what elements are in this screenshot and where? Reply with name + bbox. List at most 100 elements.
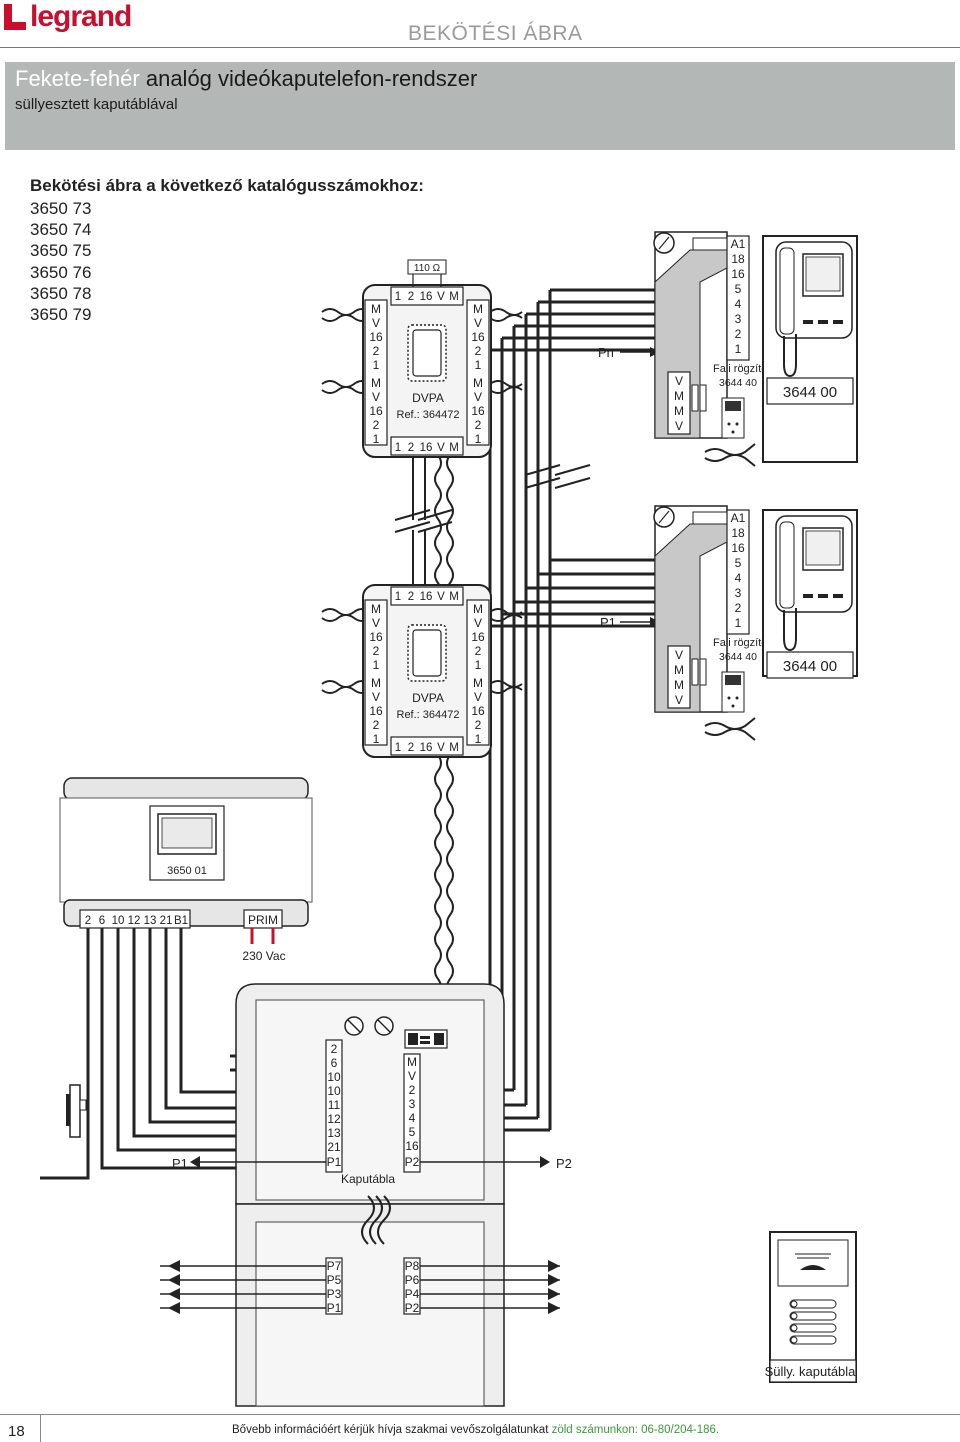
- brand-name: legrand: [30, 0, 132, 33]
- monitor-vm-terminal: V: [675, 693, 683, 707]
- header-divider: [0, 47, 960, 48]
- dvpa-right-terminal: 1: [475, 732, 482, 746]
- dvpa-terminal: 1: [395, 742, 401, 754]
- monitor-terminal: A1: [731, 237, 746, 251]
- break-marks: [394, 464, 591, 533]
- panel-lower-left-terminal: P7: [327, 1259, 342, 1273]
- monitor-terminal: 3: [735, 586, 742, 600]
- dvpa-right-terminal: V: [474, 616, 482, 630]
- catalog-number: 3650 74: [30, 220, 92, 240]
- dvpa-right-terminal: 16: [471, 630, 485, 644]
- dvpa-terminal: V: [437, 291, 445, 303]
- monitor-vm-terminal: M: [674, 389, 684, 403]
- panel-left-terminal: 10: [327, 1084, 341, 1098]
- panel-lower-left-terminal: P1: [327, 1301, 342, 1315]
- call-line-right-label: P2: [556, 1156, 572, 1171]
- monitor-vm-terminal: M: [674, 404, 684, 418]
- dvpa-left-terminal: 2: [373, 718, 380, 732]
- bracket-label: Fali rögzítő: [713, 363, 767, 375]
- dvpa-resistor-label: 110 Ω: [414, 263, 441, 274]
- psu-terminal: B1: [174, 915, 188, 927]
- dvpa-left-terminal: M: [371, 602, 381, 616]
- door-panel-label: Kaputábla: [341, 1172, 395, 1186]
- catalog-number: 3650 78: [30, 283, 92, 303]
- panel-left-terminal: 11: [328, 1098, 341, 1112]
- dvpa-terminal: 2: [408, 591, 414, 603]
- dvpa-distributor-bottom: 1 2 16 V M 1 2 16 V M M V 16 2 1 M V 16 …: [362, 584, 492, 758]
- door-panel-enclosure: 2 6 10 10 11 12 13 21 P1 M V 2 3 4 5 16 …: [235, 983, 505, 1407]
- mains-voltage: 230 Vac: [242, 949, 285, 963]
- title-banner: Fekete-fehér analóg videókaputelefon-ren…: [5, 62, 955, 150]
- dvpa-terminal: M: [449, 591, 459, 603]
- dvpa-terminal: 2: [408, 742, 414, 754]
- dvpa-left-terminal: 1: [373, 358, 380, 372]
- monitor-terminal: 2: [735, 601, 742, 615]
- panel-left-terminal: 13: [327, 1126, 341, 1140]
- power-supply-model: 3650 01: [167, 865, 207, 877]
- panel-right-terminal: M: [407, 1055, 417, 1069]
- dvpa-left-terminal: 2: [373, 344, 380, 358]
- banner-title-light: Fekete-fehér: [15, 66, 140, 91]
- dvpa-left-terminal: M: [371, 676, 381, 690]
- riser-wires: [425, 288, 670, 1132]
- floor-label: Pn: [598, 345, 614, 360]
- monitor-terminal: 18: [731, 252, 745, 266]
- psu-terminal: 13: [144, 915, 157, 927]
- catalog-number: 3650 76: [30, 262, 92, 282]
- page-number: 18: [8, 1423, 25, 1440]
- monitor-station-top: Pn A1 18 16 5 4 3 2 1 V M M V Fali: [598, 231, 858, 467]
- monitor-terminal: 3: [735, 312, 742, 326]
- footer-divider: [0, 1414, 960, 1415]
- dvpa-left-terminal: 1: [373, 732, 380, 746]
- bracket-ref: 3644 40: [719, 377, 757, 389]
- dvpa-right-terminal: 2: [475, 718, 482, 732]
- panel-left-terminal: 10: [327, 1070, 341, 1084]
- dvpa-terminal: M: [449, 442, 459, 454]
- dvpa-left-terminal: 16: [369, 404, 383, 418]
- psu-terminal: 10: [112, 915, 125, 927]
- dvpa-terminal: V: [437, 442, 445, 454]
- legrand-logo: legrand: [4, 0, 132, 33]
- dvpa-right-terminal: 2: [475, 644, 482, 658]
- dvpa-right-terminal: V: [474, 390, 482, 404]
- dvpa-left-terminal: 2: [373, 418, 380, 432]
- flush-panel-label: Sülly. kaputábla: [765, 1364, 857, 1379]
- monitor-terminal: 5: [735, 556, 742, 570]
- dvpa-left-terminal: V: [372, 690, 380, 704]
- banner-title: Fekete-fehér analóg videókaputelefon-ren…: [15, 66, 477, 92]
- catalog-number: 3650 73: [30, 199, 92, 218]
- banner-subtitle: süllyesztett kaputáblával: [15, 96, 178, 113]
- dvpa-left-terminal: 16: [369, 630, 383, 644]
- catalog-heading: Bekötési ábra a következő katalógusszámo…: [30, 176, 424, 195]
- monitor-vm-terminal: M: [674, 678, 684, 692]
- legrand-logo-mark: [4, 4, 26, 30]
- dvpa-terminal: 1: [395, 591, 401, 603]
- dvpa-distributor-top: 110 Ω 1 2 16 V M 1 2 16 V M M V 16 2 1 M…: [362, 259, 492, 458]
- dvpa-name: DVPA: [412, 691, 444, 705]
- dvpa-right-terminal: 2: [475, 344, 482, 358]
- dvpa-terminal: V: [437, 591, 445, 603]
- dvpa-terminal: 1: [395, 442, 401, 454]
- panel-right-terminal: 3: [409, 1097, 416, 1111]
- panel-right-terminal: 16: [405, 1139, 419, 1153]
- dvpa-terminal: 16: [420, 291, 433, 303]
- call-arrows: [168, 1156, 560, 1314]
- dvpa-left-terminal: V: [372, 390, 380, 404]
- panel-lower-right-terminal: P2: [405, 1301, 420, 1315]
- dvpa-right-terminal: 16: [471, 704, 485, 718]
- dvpa-ref: Ref.: 364472: [397, 409, 460, 421]
- banner-title-dark: analóg videókaputelefon-rendszer: [139, 66, 478, 91]
- dvpa-terminal: 2: [408, 442, 414, 454]
- monitor-terminal: A1: [731, 511, 746, 525]
- dvpa-right-terminal: 16: [471, 330, 485, 344]
- power-supply-3650-01: 3650 01 2 6 10 12 13 21 B1 PRIM 230 Vac: [59, 777, 313, 963]
- dvpa-terminal: 1: [395, 291, 401, 303]
- panel-lower-right-terminal: P6: [405, 1273, 420, 1287]
- footer-page-divider: [40, 1414, 41, 1442]
- monitor-terminal: 4: [735, 571, 742, 585]
- monitor-terminal: 16: [731, 541, 745, 555]
- dvpa-terminal: 16: [420, 591, 433, 603]
- panel-left-terminal: 12: [327, 1112, 341, 1126]
- flush-panel-illustration: Sülly. kaputábla: [765, 1231, 857, 1383]
- psu-terminal: 12: [128, 915, 141, 927]
